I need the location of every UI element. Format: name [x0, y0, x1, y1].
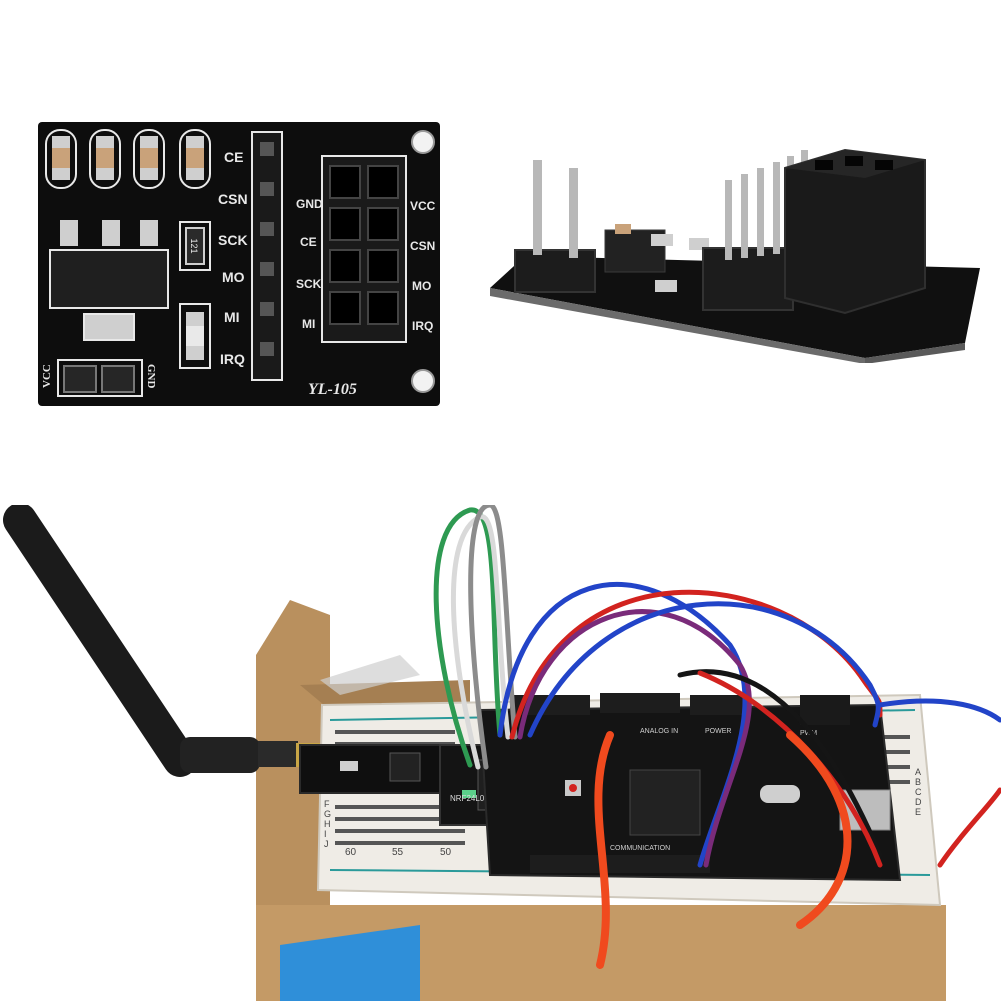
bb-num-50: 50 [440, 847, 452, 858]
setup-photo-svg: 60 55 50 F G H I J A B C D E [3, 502, 1001, 1001]
arduino-setup-photo: 60 55 50 F G H I J A B C D E [0, 502, 1001, 1001]
wire-blue-3 [877, 698, 1001, 723]
bb-num-60: 60 [345, 847, 357, 858]
resistor: 121 [179, 221, 211, 271]
pin-header-6 [251, 131, 283, 381]
blue-tape [280, 925, 420, 1001]
pin-label-sck: SCK [218, 232, 248, 248]
breadboard-letters-right: A B C D E [915, 767, 922, 817]
breadboard-letters: F G H I J [324, 799, 331, 849]
bb-letter: G [324, 809, 331, 819]
socket-label-gnd: GND [296, 197, 323, 211]
wire-blue-2 [527, 601, 881, 738]
wire-gray [468, 502, 518, 770]
yl105-board-angled-view [485, 138, 985, 364]
bb-letter: J [324, 839, 329, 849]
bb-letter: I [324, 829, 327, 839]
pin-label-csn: CSN [218, 191, 248, 207]
jumper-wires [433, 502, 1001, 969]
header-label-communication: COMMUNICATION [610, 845, 670, 852]
socket-labels-outer: VCC CSN MO IRQ [410, 199, 436, 333]
wire-orange-1 [594, 731, 614, 969]
arduino-mega: ANALOG IN COMMUNICATION POWER PWM [478, 693, 902, 882]
socket-label-mo: MO [412, 279, 431, 293]
pin-label-ce: CE [224, 149, 243, 165]
nrf-socket-angled [784, 148, 926, 315]
wire-purple [517, 609, 752, 868]
socket-label-mi: MI [302, 317, 315, 331]
angled-board-svg [490, 148, 980, 364]
header-label-power: POWER [705, 728, 731, 735]
pin-label-mi: MI [224, 309, 240, 325]
led [179, 303, 211, 369]
pin-label-irq: IRQ [220, 351, 245, 367]
resistor-code: 121 [189, 238, 199, 253]
cardboard-flap [256, 600, 330, 1001]
bb-num-55: 55 [392, 847, 404, 858]
power-label-vcc: VCC [41, 364, 53, 388]
power-header: VCC GND [41, 359, 157, 397]
wire-red-3 [937, 787, 1001, 868]
model-label: YL-105 [308, 381, 357, 398]
bb-letter: E [915, 807, 921, 817]
socket-labels-inner: GND CE SCK MI [296, 197, 323, 331]
bb-letter: H [324, 819, 331, 829]
bb-letter: C [915, 787, 922, 797]
yl105-board-svg: 121 VCC GND CE CSN SCK MO MI IRQ [38, 122, 440, 406]
bb-letter: B [915, 777, 921, 787]
adapter-module-label: NRF24L01 [450, 794, 489, 803]
socket-label-ce: CE [300, 235, 317, 249]
power-label-gnd: GND [145, 364, 157, 389]
bb-letter: F [324, 799, 330, 809]
socket-label-sck: SCK [296, 277, 322, 291]
bb-letter: D [915, 797, 922, 807]
socket-label-vcc: VCC [410, 199, 436, 213]
voltage-regulator [49, 220, 169, 341]
wire-orange-2 [786, 731, 852, 929]
mounting-hole [411, 369, 435, 393]
yl105-board-top-view: 121 VCC GND CE CSN SCK MO MI IRQ [38, 122, 440, 406]
reset-button [569, 784, 577, 792]
bb-letter: A [915, 767, 921, 777]
crystal [760, 785, 800, 803]
power-header-pins [514, 160, 596, 293]
pin-labels-left: CE CSN SCK MO MI IRQ [218, 149, 248, 367]
pcb-edge [490, 288, 865, 364]
dc-jack [800, 695, 850, 725]
wire-green [433, 507, 503, 768]
capacitor-row [45, 129, 211, 189]
socket-label-csn: CSN [410, 239, 435, 253]
pin-label-mo: MO [222, 269, 245, 285]
header-label-analog: ANALOG IN [640, 728, 678, 735]
mounting-hole [411, 130, 435, 154]
nrf-socket-2x4 [321, 155, 407, 343]
socket-label-irq: IRQ [412, 319, 433, 333]
breadboard-numbers: 60 55 50 [345, 847, 452, 858]
microcontroller-chip [629, 769, 701, 836]
